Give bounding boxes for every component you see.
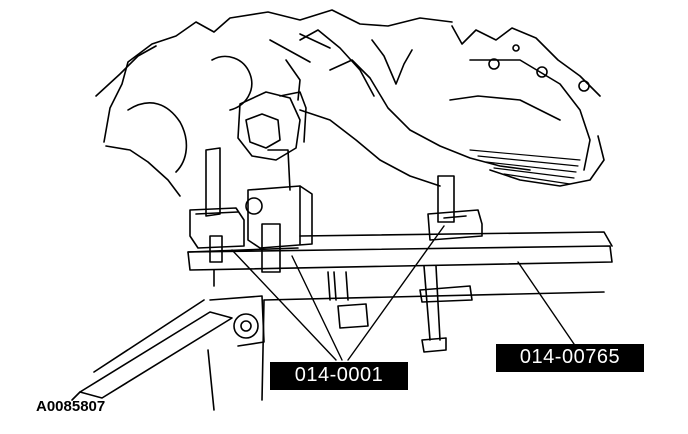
- right-support-post: [427, 175, 483, 241]
- leader-line-center-post: [291, 255, 343, 361]
- leader-line-right-post: [347, 225, 445, 361]
- engine-support-bracket: [237, 33, 331, 161]
- leader-lines: [231, 225, 575, 361]
- leader-line-left-post: [231, 249, 337, 361]
- jack-arm: [71, 295, 265, 411]
- support-beam: [187, 231, 613, 287]
- leader-line-beam: [517, 261, 575, 345]
- center-support-post: [245, 149, 313, 273]
- oil-pan-hatch: [469, 149, 581, 185]
- tool-part-number-label-b: 014-00765: [496, 344, 644, 372]
- figure-id-label: A0085807: [36, 398, 106, 415]
- tool-part-number-label-a: 014-0001: [270, 362, 408, 390]
- left-support-post: [189, 147, 245, 263]
- engine-outline: [95, 9, 605, 197]
